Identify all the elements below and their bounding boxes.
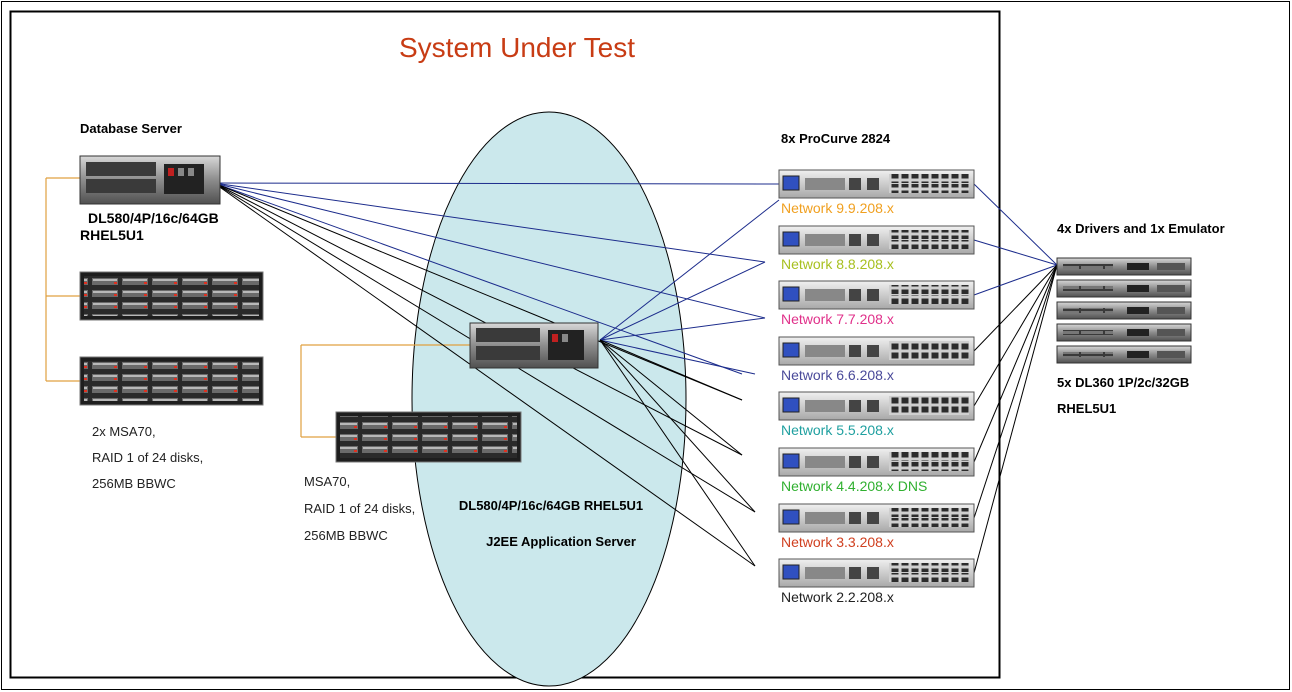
- network-label-8: Network 2.2.208.x: [781, 589, 894, 605]
- drivers-heading: 4x Drivers and 1x Emulator: [1057, 221, 1225, 236]
- network-label-5: Network 5.5.208.x: [781, 422, 894, 438]
- app-tier-ellipse: [411, 111, 687, 687]
- db-server-model: DL580/4P/16c/64GB: [88, 210, 219, 226]
- db-link-3: [213, 182, 766, 319]
- diagram-title: System Under Test: [399, 32, 635, 63]
- app-server-model: DL580/4P/16c/64GB RHEL5U1: [459, 498, 643, 513]
- switch-5: Network 5.5.208.x: [778, 391, 975, 438]
- app-link-8: [599, 339, 756, 567]
- driver-link-4: [973, 264, 1058, 352]
- db-link-6: [213, 182, 743, 456]
- app-server-icon: [469, 322, 599, 369]
- network-label-3: Network 7.7.208.x: [781, 311, 894, 327]
- driver-server-4: [1056, 323, 1192, 342]
- app-link-7: [599, 339, 756, 513]
- driver-link-8: [973, 264, 1058, 574]
- app-server-role: J2EE Application Server: [486, 534, 636, 549]
- app-link-5: [599, 339, 743, 401]
- db-link-1: [213, 182, 780, 185]
- app-storage-array: [335, 411, 522, 463]
- switch-to-driver-links: [973, 183, 1058, 574]
- db-storage-array-2: [79, 356, 264, 406]
- db-storage-line-1: 2x MSA70,: [92, 424, 156, 439]
- app-link-2: [599, 261, 766, 341]
- switch-7: Network 3.3.208.x: [778, 503, 975, 550]
- driver-server-5: [1056, 345, 1192, 364]
- drivers-model: 5x DL360 1P/2c/32GB: [1057, 375, 1189, 390]
- app-storage-bracket: [300, 344, 470, 438]
- db-storage-bracket: [45, 177, 80, 382]
- app-storage-line-1: MSA70,: [304, 474, 350, 489]
- app-to-switch-links: [599, 199, 780, 567]
- driver-link-7: [973, 264, 1058, 519]
- db-link-2: [213, 182, 766, 263]
- driver-link-2: [973, 239, 1058, 266]
- switch-6: Network 4.4.208.x DNS: [778, 447, 975, 494]
- driver-link-1: [973, 183, 1058, 266]
- network-label-7: Network 3.3.208.x: [781, 534, 894, 550]
- db-server-icon: [79, 155, 221, 205]
- db-server-os: RHEL5U1: [80, 227, 144, 243]
- network-label-1: Network 9.9.208.x: [781, 200, 894, 216]
- db-link-4: [213, 182, 743, 375]
- drivers-os: RHEL5U1: [1057, 401, 1116, 416]
- app-link-6: [599, 339, 743, 456]
- network-label-4: Network 6.6.208.x: [781, 367, 894, 383]
- driver-link-3: [973, 264, 1058, 296]
- driver-link-5: [973, 264, 1058, 407]
- driver-server-1: [1056, 257, 1192, 276]
- db-storage-array-1: [79, 271, 264, 321]
- db-to-switch-links: [213, 182, 780, 567]
- app-storage-line-2: RAID 1 of 24 disks,: [304, 501, 415, 516]
- driver-stack: [1056, 257, 1192, 364]
- db-storage-line-3: 256MB BBWC: [92, 476, 176, 491]
- app-link-4: [599, 339, 756, 375]
- db-storage-line-2: RAID 1 of 24 disks,: [92, 450, 203, 465]
- app-link-3: [599, 317, 766, 341]
- switch-8: Network 2.2.208.x: [778, 558, 975, 605]
- driver-server-2: [1056, 279, 1192, 298]
- driver-link-6: [973, 264, 1058, 463]
- switch-1: Network 9.9.208.x: [778, 169, 975, 216]
- app-link-1: [599, 199, 780, 341]
- switches-heading: 8x ProCurve 2824: [781, 131, 891, 146]
- network-label-2: Network 8.8.208.x: [781, 256, 894, 272]
- db-link-5: [213, 182, 743, 401]
- app-storage-line-3: 256MB BBWC: [304, 528, 388, 543]
- switch-4: Network 6.6.208.x: [778, 336, 975, 383]
- network-label-6: Network 4.4.208.x DNS: [781, 478, 927, 494]
- db-server-heading: Database Server: [80, 121, 182, 136]
- switch-2: Network 8.8.208.x: [778, 225, 975, 272]
- driver-server-3: [1056, 301, 1192, 320]
- db-link-8: [213, 182, 756, 567]
- switch-3: Network 7.7.208.x: [778, 280, 975, 327]
- sut-frame: [9, 10, 1001, 679]
